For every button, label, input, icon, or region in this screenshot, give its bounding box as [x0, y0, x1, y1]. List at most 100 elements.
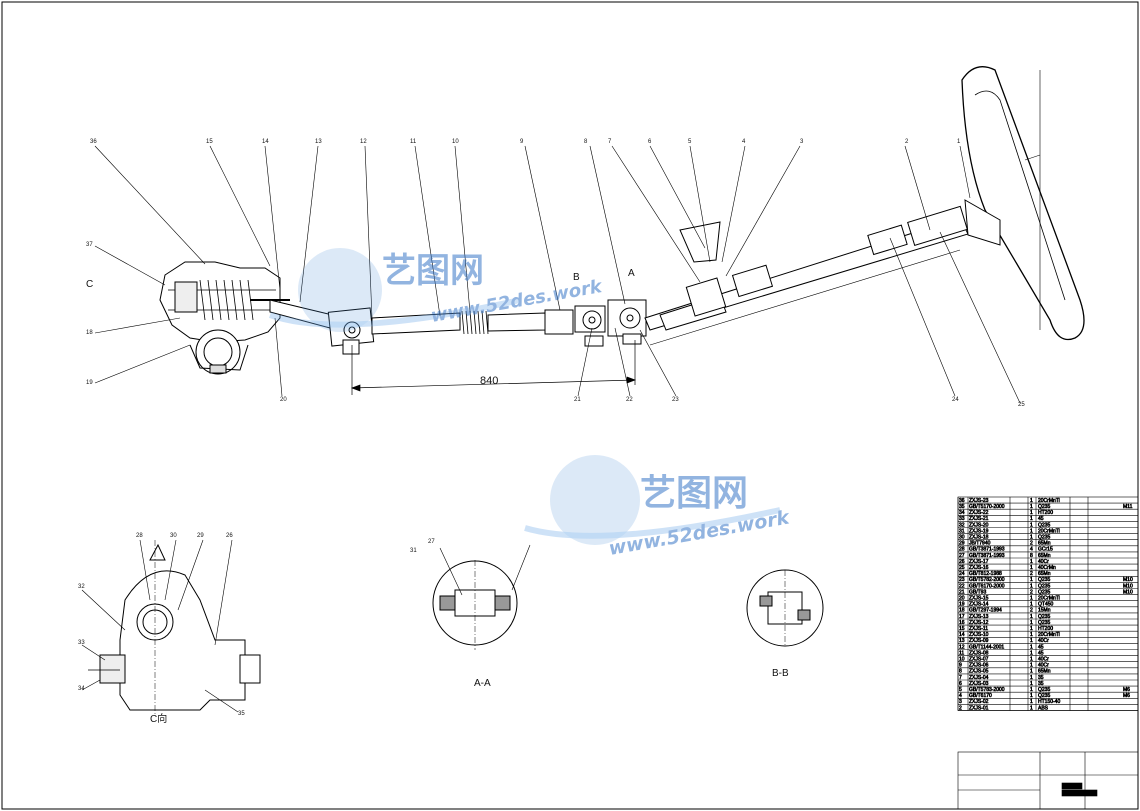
bom-cell: 1: [1030, 522, 1033, 528]
bom-cell: ZXJS-05: [969, 669, 989, 675]
steering-assembly: [94, 66, 1085, 404]
bom-cell: HT200: [1038, 626, 1053, 632]
bom-cell: 1: [1030, 559, 1033, 565]
bom-cell: 27: [959, 553, 965, 559]
bom-cell: 20CrMnTi: [1038, 632, 1060, 638]
bom-cell: Q235: [1038, 687, 1050, 693]
section-marker-a: A: [628, 268, 635, 279]
c-view: [81, 539, 261, 715]
part-callout: 13: [315, 139, 322, 145]
watermark-2: 艺图网 www.52des.work: [524, 455, 792, 560]
bom-cell: ZXJS-16: [969, 565, 989, 571]
bom-cell: ZXJS-08: [969, 650, 989, 656]
bom-cell: 1: [1030, 693, 1033, 699]
bom-cell: 40Cr: [1038, 638, 1049, 644]
bom-cell: ZXJS-04: [969, 675, 989, 681]
bom-cell: 1: [1030, 626, 1033, 632]
part-callout: 9: [520, 139, 524, 145]
part-callout: 21: [574, 397, 581, 403]
bom-cell: 65Mn: [1038, 541, 1051, 547]
bom-cell: ZXJS-20: [969, 522, 989, 528]
bom-cell: GB/T6170: [969, 693, 992, 699]
bom-cell: 1: [1030, 657, 1033, 663]
bom-cell: 1: [1030, 663, 1033, 669]
bom-cell: 45: [1038, 644, 1044, 650]
bom-cell: 4: [1030, 547, 1033, 553]
bom-cell: ZXJS-19: [969, 528, 989, 534]
bom-cell: 1: [1030, 498, 1033, 504]
bom-cell: ZXJS-22: [969, 510, 989, 516]
bom-cell: 2: [1030, 608, 1033, 614]
bom-cell: ZXJS-09: [969, 638, 989, 644]
bom-cell: 21: [959, 589, 965, 595]
part-callout: 36: [90, 139, 97, 145]
steering-gear-housing: [159, 261, 290, 375]
dimension-840: [351, 340, 636, 395]
part-callout: 1: [957, 139, 961, 145]
section-aa: [432, 544, 531, 650]
bom-cell: 30: [959, 535, 965, 541]
bom-cell: ZXJS-07: [969, 657, 989, 663]
bom-cell: 32: [959, 522, 965, 528]
bom-cell: 1: [1030, 644, 1033, 650]
bom-cell: 40Cr: [1038, 663, 1049, 669]
part-callout: 30: [170, 533, 177, 539]
bom-cell: GB/T5782-2000: [969, 577, 1005, 583]
bom-cell: Q235: [1038, 504, 1050, 510]
bom-cell: 15: [959, 626, 965, 632]
bom-cell: 8: [959, 669, 962, 675]
bom-cell: 2: [959, 705, 962, 711]
part-callout: C: [86, 279, 93, 290]
bom-cell: ZXJS-14: [969, 602, 989, 608]
bom-cell: 7: [959, 675, 962, 681]
bom-cell: M10: [1123, 583, 1133, 589]
bom-cell: GB/T812-1988: [969, 571, 1002, 577]
bom-cell: 1: [1030, 596, 1033, 602]
bom-cell: 1: [1030, 638, 1033, 644]
bom-cell: 3: [959, 699, 962, 705]
part-callout: 20: [280, 397, 287, 403]
bom-cell: 8: [1030, 553, 1033, 559]
part-callout: 22: [626, 397, 633, 403]
bom-cell: 26: [959, 559, 965, 565]
part-callout: 19: [86, 380, 93, 386]
part-callout: 29: [197, 533, 204, 539]
part-callout: 3: [800, 139, 804, 145]
bom-cell: ZXJS-10: [969, 632, 989, 638]
bom-cell: 45: [1038, 516, 1044, 522]
bom-cell: 34: [959, 510, 965, 516]
bom-cell: 1: [1030, 681, 1033, 687]
part-callout: 23: [672, 397, 679, 403]
bom-cell: 1: [1030, 620, 1033, 626]
part-callout: 14: [262, 139, 269, 145]
bom-cell: GB/T1144-2001: [969, 644, 1004, 650]
part-callout: 2: [905, 139, 909, 145]
bom-cell: 1: [1030, 510, 1033, 516]
bom-cell: GB/T3871-1993: [969, 553, 1005, 559]
watermark-brand: 艺图网: [640, 473, 748, 514]
bom-cell: Q235: [1038, 620, 1050, 626]
bom-cell: M10: [1123, 577, 1133, 583]
bom-cell: 5: [959, 687, 962, 693]
bom-cell: GB/T6170-2000: [969, 583, 1005, 589]
bom-cell: 20CrMnTi: [1038, 528, 1060, 534]
bom-cell: 17: [959, 614, 965, 620]
part-callout: 8: [584, 139, 588, 145]
bom-cell: 28: [959, 547, 965, 553]
bom-cell: ZXJS-02: [969, 699, 989, 705]
bom-cell: 65Mn: [1038, 553, 1051, 559]
dimension-840-label: 840: [480, 375, 498, 387]
bom-cell: 36: [959, 498, 965, 504]
bom-cell: ZXJS-11: [969, 626, 988, 632]
part-callout: 25: [1018, 402, 1025, 408]
part-callout: 32: [78, 584, 85, 590]
bom-cell: QT450: [1038, 602, 1054, 608]
bom-cell: 14: [959, 632, 965, 638]
bom-cell: 24: [959, 571, 965, 577]
steering-wheel: [961, 66, 1085, 341]
part-callout: 10: [452, 139, 459, 145]
bom-cell: GCr15: [1038, 547, 1053, 553]
part-callout: 12: [360, 139, 367, 145]
